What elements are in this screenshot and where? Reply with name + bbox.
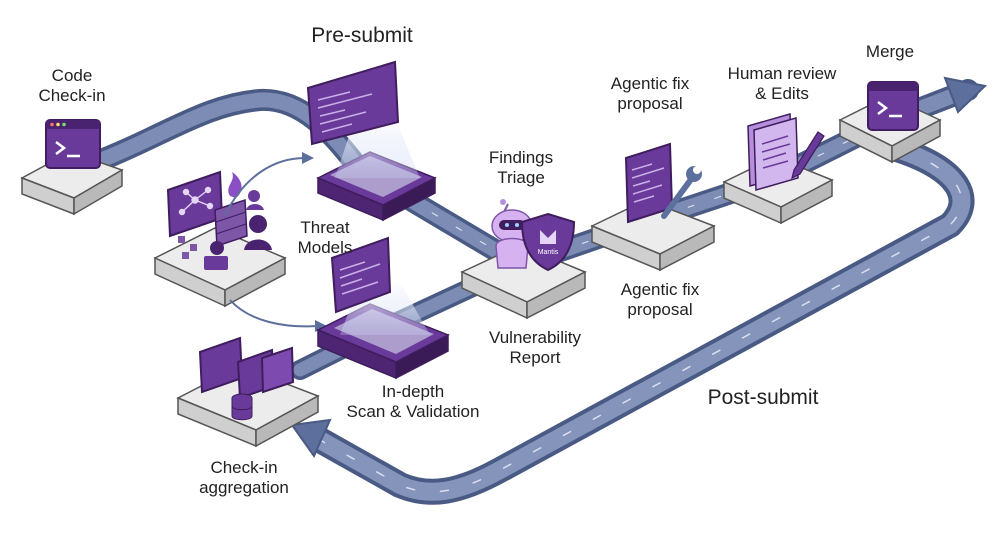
merge-arrowhead — [943, 76, 988, 114]
mantis-badge-text: Mantis — [538, 249, 559, 256]
shield-icon: Mantis — [520, 212, 576, 272]
label-post-submit: Post-submit — [707, 386, 819, 409]
hacker-icon — [204, 190, 272, 270]
label-checkin-aggregation: Check-in aggregation — [199, 458, 289, 497]
scan-screen — [330, 236, 392, 314]
label-code-checkin: Code Check-in — [38, 66, 106, 105]
platform-pre-submit — [316, 118, 437, 222]
label-vulnerability-report: Vulnerability Report — [489, 328, 581, 367]
database-icon — [231, 393, 253, 421]
connector-to-scan — [229, 299, 319, 328]
terminal-icon — [45, 119, 101, 169]
label-pre-submit: Pre-submit — [311, 24, 413, 47]
robot-icon — [491, 199, 533, 269]
connector-to-pre-submit — [224, 157, 306, 216]
connector-arrowhead-bottom — [315, 320, 327, 332]
document-pencil-icon — [747, 113, 825, 191]
platform-agentic-fix — [590, 199, 716, 272]
aggregated-screens — [198, 336, 295, 400]
network-graph-board — [166, 170, 224, 238]
pre-submit-screen — [306, 60, 400, 146]
label-agentic-fix-bottom: Agentic fix proposal — [620, 280, 700, 319]
label-human-review: Human review & Edits — [727, 64, 837, 103]
label-merge: Merge — [865, 42, 915, 61]
fix-code-screen — [624, 142, 674, 224]
wrench-icon — [661, 166, 702, 219]
node-dots — [178, 236, 197, 259]
label-threat-models: Threat Models — [297, 218, 353, 257]
connector-arrowhead-top — [302, 152, 314, 164]
merge-terminal-icon — [867, 81, 919, 131]
aggregation-arrowhead — [290, 418, 332, 459]
firewall-icon — [214, 172, 248, 248]
label-agentic-fix-top: Agentic fix proposal — [610, 74, 690, 113]
label-in-depth-scan: In-depth Scan & Validation — [346, 382, 480, 421]
label-findings-triage: Findings Triage — [488, 148, 554, 187]
